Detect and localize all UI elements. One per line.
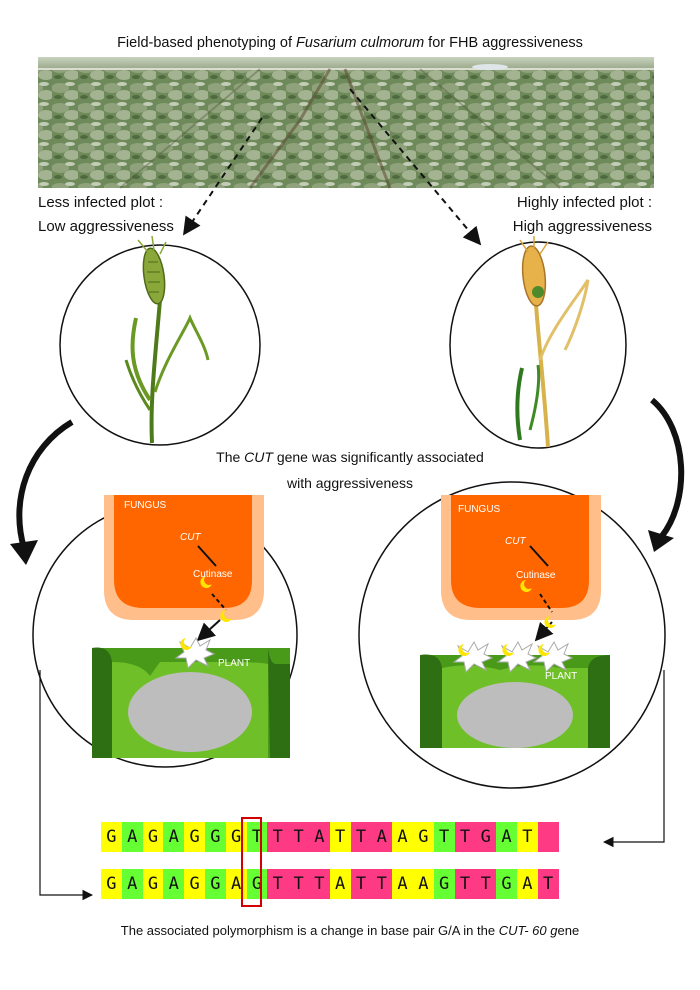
nucleotide-cell: T bbox=[454, 822, 476, 852]
nucleotide-cell: G bbox=[184, 869, 205, 899]
fungus-hypha-right bbox=[441, 495, 601, 620]
nucleotide-cell: T bbox=[350, 869, 372, 899]
healthy-wheat-circle bbox=[59, 235, 261, 446]
nucleotide-cell: A bbox=[163, 822, 185, 852]
nucleotide-cell: G bbox=[204, 869, 226, 899]
dashed-arrow-left bbox=[182, 117, 263, 236]
nucleotide-cell: A bbox=[121, 869, 143, 899]
nucleotide-cell: A bbox=[516, 869, 538, 899]
high-aggressiveness-cell-circle bbox=[358, 481, 666, 789]
connector-left bbox=[39, 670, 94, 901]
curved-arrow-right bbox=[649, 397, 685, 538]
figure-title: Field-based phenotyping of Fusarium culm… bbox=[117, 35, 583, 51]
nucleotide-cell: A bbox=[121, 822, 143, 852]
plant-cell-wall bbox=[92, 647, 290, 758]
low-aggressiveness-cell-circle bbox=[32, 495, 298, 768]
polymorphism-highlight bbox=[241, 817, 262, 907]
nucleotide-cell: T bbox=[267, 869, 289, 899]
nucleotide-cell: T bbox=[537, 869, 559, 899]
nucleotide-cell: G bbox=[184, 822, 205, 852]
nucleotide-cell: G bbox=[101, 822, 122, 852]
nucleotide-cell: T bbox=[371, 869, 393, 899]
nucleotide-cell: A bbox=[412, 869, 434, 899]
nucleotide-cell: T bbox=[267, 822, 289, 852]
high-aggressiveness-label: Highly infected plot : High aggressivene… bbox=[512, 194, 652, 235]
connector-right bbox=[602, 670, 665, 848]
nucleotide-cell: A bbox=[329, 869, 351, 899]
low-aggressiveness-label: Less infected plot : Low aggressiveness bbox=[38, 194, 174, 235]
nucleotide-cell: T bbox=[329, 822, 351, 852]
nucleotide-cell: G bbox=[101, 869, 122, 899]
infected-wheat-illustration bbox=[515, 236, 590, 448]
healthy-wheat-illustration bbox=[124, 235, 210, 444]
curved-arrow-left bbox=[16, 419, 74, 549]
association-caption: The CUT gene was significantly associate… bbox=[216, 449, 484, 491]
nucleotide-cell: T bbox=[433, 822, 455, 852]
nucleotide-cell: T bbox=[288, 869, 309, 899]
nucleotide-cell: G bbox=[142, 822, 164, 852]
nucleotide-cell: T bbox=[454, 869, 476, 899]
cut-label-left: CUT bbox=[180, 532, 201, 543]
cutinase-burst bbox=[174, 636, 216, 670]
fungus-label-right: FUNGUS bbox=[458, 504, 501, 515]
cut-label-right: CUT bbox=[505, 536, 526, 547]
nucleotide-cell: G bbox=[142, 869, 164, 899]
nucleotide-cell: G bbox=[475, 822, 497, 852]
nucleotide-cell: T bbox=[308, 869, 330, 899]
nucleotide-cell: G bbox=[433, 869, 455, 899]
nucleotide-cell: G bbox=[496, 869, 517, 899]
nucleotide-cell: G bbox=[204, 822, 226, 852]
plant-cell-wall-right bbox=[420, 654, 610, 748]
nucleotide-cell: A bbox=[392, 869, 413, 899]
polymorphism-caption: The associated polymorphism is a change … bbox=[120, 923, 580, 938]
nucleotide-cell: T bbox=[246, 822, 268, 852]
plant-label-right: PLANT bbox=[545, 671, 577, 682]
nucleotide-cell: A bbox=[392, 822, 413, 852]
nucleotide-cell: A bbox=[371, 822, 393, 852]
nucleotide-cell: T bbox=[475, 869, 497, 899]
nucleotide-cell bbox=[537, 822, 559, 852]
nucleotide-cell: A bbox=[308, 822, 330, 852]
cutinase-label-right: Cutinase bbox=[516, 570, 556, 581]
plant-label-left: PLANT bbox=[218, 658, 250, 669]
nucleotide-cell: T bbox=[350, 822, 372, 852]
fungus-label-left: FUNGUS bbox=[124, 500, 167, 511]
nucleotide-cell: T bbox=[288, 822, 309, 852]
dashed-arrow-right bbox=[349, 88, 482, 246]
nucleotide-cell: A bbox=[496, 822, 517, 852]
nucleotide-cell: A bbox=[163, 869, 185, 899]
infected-wheat-circle bbox=[449, 236, 627, 449]
nucleotide-cell: G bbox=[246, 869, 268, 899]
fungus-hypha bbox=[104, 495, 264, 620]
cutinase-label-left: Cutinase bbox=[193, 569, 233, 580]
nucleotide-cell: G bbox=[412, 822, 434, 852]
nucleotide-cell: T bbox=[516, 822, 538, 852]
field-photo bbox=[38, 57, 654, 189]
